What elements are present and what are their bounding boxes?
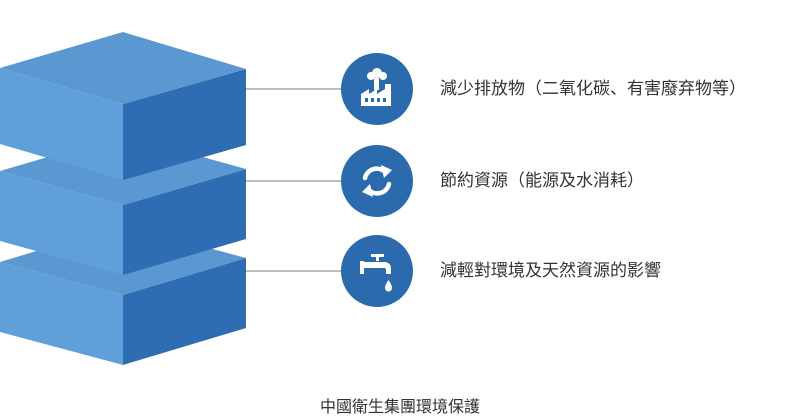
diagram-caption: 中國衛生集團環境保護 [319,397,480,416]
item-label-1: 減少排放物（二氧化碳、有害廢弃物等） [440,79,746,99]
factory-icon [341,53,413,125]
item-label-2: 節約資源（能源及水消耗） [440,171,644,191]
water-tap-icon [341,235,413,307]
stack-layer-top [0,32,246,180]
recycle-arrows-icon [341,145,413,217]
item-label-3: 減輕對環境及天然資源的影響 [440,261,661,281]
